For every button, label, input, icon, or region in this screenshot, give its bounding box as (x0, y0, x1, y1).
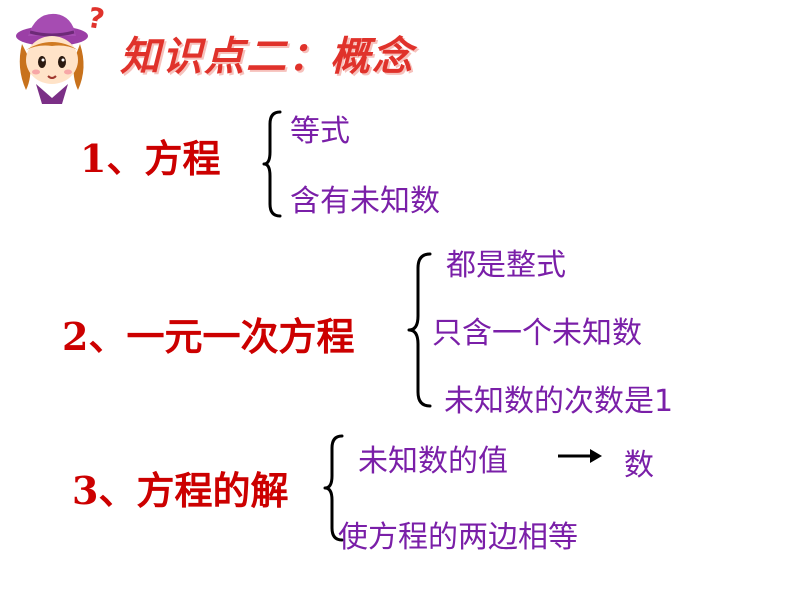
section-1-item-unknown: 含有未知数 (290, 184, 440, 219)
section-3-item-value: 未知数的值 (358, 444, 508, 479)
section-1-brace-icon (262, 110, 282, 218)
section-3-item-equal-sides: 使方程的两边相等 (338, 520, 578, 555)
section-1-label: 1、方程 (80, 136, 221, 181)
section-1-item-equation: 等式 (290, 114, 350, 149)
section-3-brace-icon (323, 434, 344, 542)
section-2-brace-icon (407, 252, 432, 408)
section-2-item-polynomial: 都是整式 (446, 248, 566, 283)
section-3-label: 3、方程的解 (72, 468, 289, 513)
section-2-item-one-unknown: 只含一个未知数 (432, 316, 642, 351)
cartoon-girl-icon (16, 13, 88, 104)
section-2-item-degree-one: 未知数的次数是1 (444, 384, 674, 419)
right-arrow-icon (558, 449, 602, 463)
section-3-arrow-target: 数 (624, 448, 654, 483)
page-title: 知识点二：概念 (120, 34, 414, 80)
section-2-label: 2、一元一次方程 (62, 314, 355, 359)
